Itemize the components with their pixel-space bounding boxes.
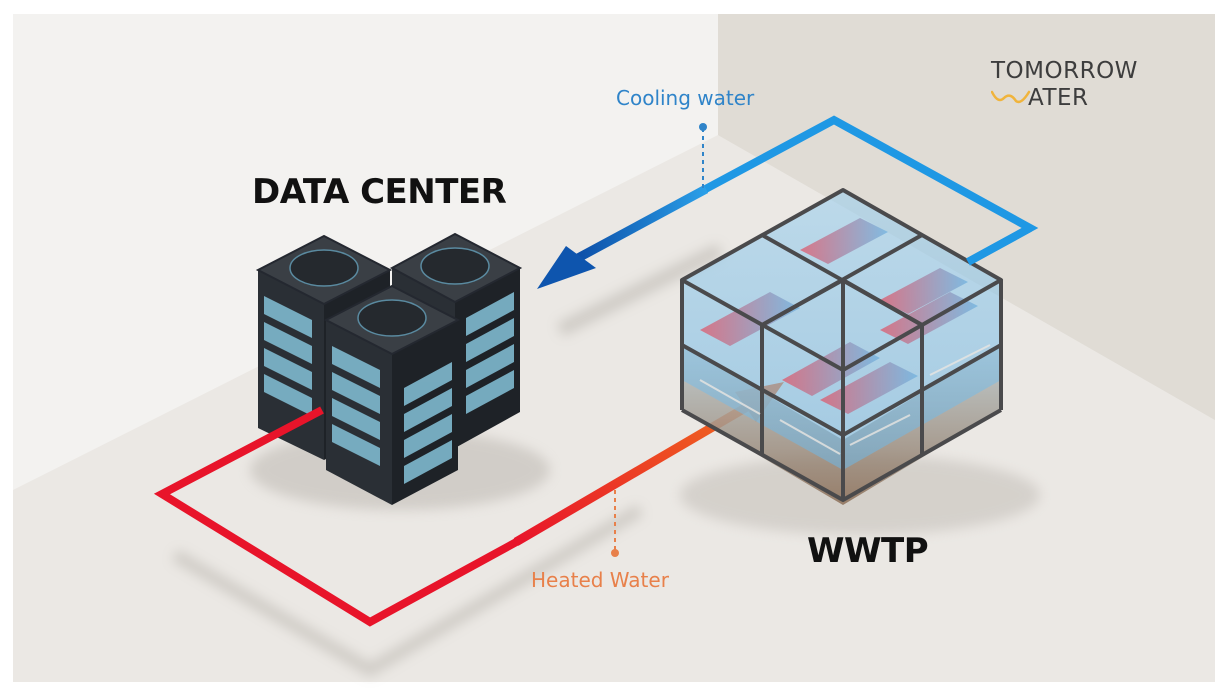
brand-line-2: ATER xyxy=(1028,85,1089,111)
brand-logo: TOMORROW ATER xyxy=(991,58,1171,112)
data-center-servers xyxy=(250,232,550,510)
cooling-arrow-head-icon xyxy=(537,246,596,289)
data-center-label: DATA CENTER xyxy=(252,172,507,212)
wave-icon xyxy=(991,90,1031,104)
pipe-shadows xyxy=(171,243,724,677)
wwtp-shadow xyxy=(680,455,1040,535)
cooling-pipe-run xyxy=(575,185,709,262)
wall-corner-shade xyxy=(718,14,1215,420)
wwtp-label: WWTP xyxy=(807,531,929,571)
heated-pipe-loop xyxy=(153,406,522,627)
heated-water-label: Heated Water xyxy=(531,568,669,592)
heated-callout-dot xyxy=(611,549,619,557)
server-tower-front xyxy=(323,284,461,505)
brand-line-1: TOMORROW xyxy=(991,58,1138,84)
cooling-water-label: Cooling water xyxy=(616,86,755,110)
tank-rails xyxy=(699,344,991,455)
cooling-callout-dot xyxy=(699,123,707,131)
cooling-pipe-inlet xyxy=(966,224,1032,266)
tank-frame xyxy=(680,188,1003,502)
wwtp-tanks xyxy=(680,188,1040,535)
